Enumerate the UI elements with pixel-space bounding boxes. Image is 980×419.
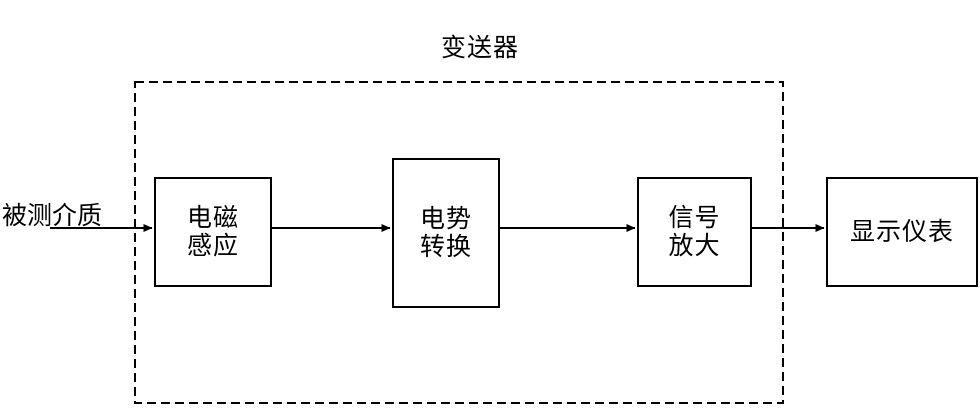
input-medium-label: 被测介质 [2, 201, 103, 230]
node-display-instrument-label: 显示仪表 [849, 217, 954, 246]
node-signal-amplification-label: 信号 放大 [668, 203, 721, 260]
transmitter-boundary [134, 81, 784, 404]
node-signal-amplification[interactable]: 信号 放大 [637, 177, 752, 287]
node-electromagnetic-induction[interactable]: 电磁 感应 [154, 177, 272, 287]
node-potential-conversion[interactable]: 电势 转换 [392, 158, 500, 308]
transmitter-group-title: 变送器 [440, 33, 519, 62]
node-electromagnetic-induction-label: 电磁 感应 [186, 203, 239, 260]
node-display-instrument[interactable]: 显示仪表 [826, 177, 978, 287]
node-potential-conversion-label: 电势 转换 [419, 204, 472, 261]
